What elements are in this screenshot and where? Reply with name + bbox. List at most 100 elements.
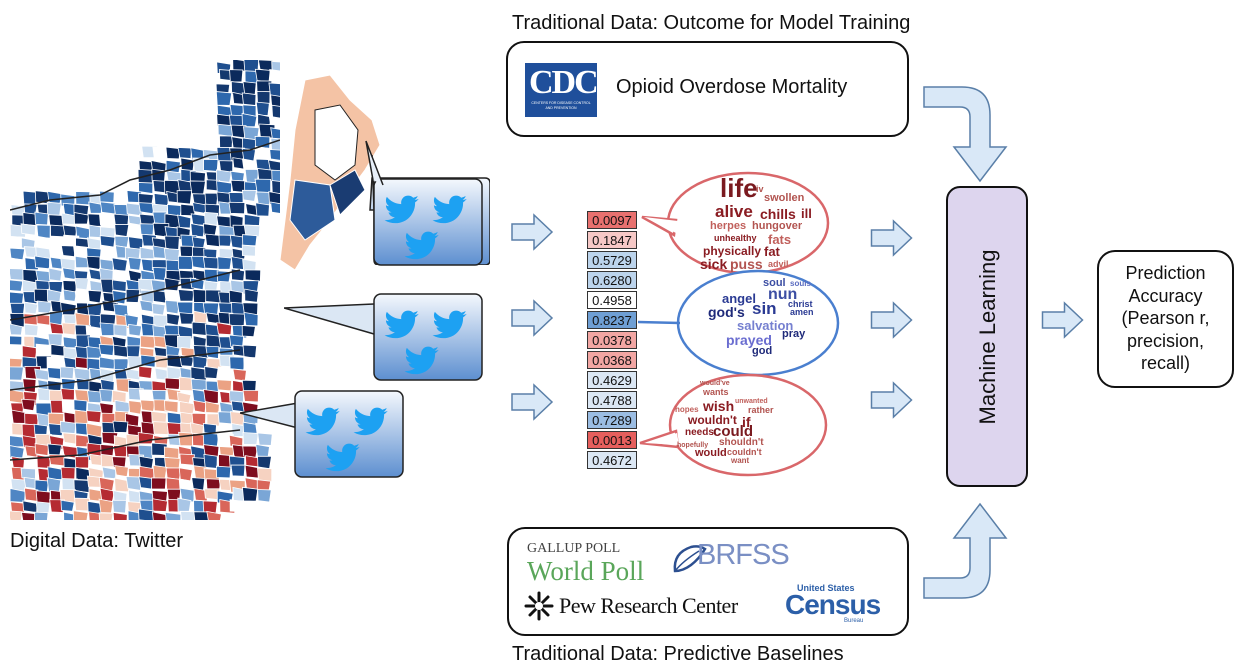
county-cell [114, 465, 129, 478]
county-cell [257, 467, 273, 483]
word-soul: soul [763, 277, 786, 289]
county-cell [138, 508, 155, 520]
county-cell [229, 356, 246, 371]
census-logo-text: Census [785, 589, 881, 620]
county-cell [257, 489, 272, 503]
county-cell [99, 388, 114, 403]
county-cell [180, 510, 196, 520]
county-cell [138, 365, 153, 379]
arrow-tweets-middle [511, 299, 554, 337]
wordcloud-bubbles [637, 171, 840, 477]
county-cell [99, 190, 115, 203]
county-cell [242, 344, 258, 359]
county-cell [10, 268, 24, 281]
county-cell [254, 145, 272, 159]
word-swollen: swollen [764, 192, 805, 204]
pew-logo-text: Pew Research Center [559, 593, 738, 618]
county-cell [243, 224, 261, 238]
machine-learning-box: Machine Learning [946, 186, 1028, 487]
county-cell [88, 201, 103, 214]
county-cell [62, 289, 77, 302]
twitter-bird-icon [384, 310, 419, 339]
county-cell [216, 322, 233, 336]
county-cell [241, 486, 259, 502]
county-cell [22, 500, 38, 513]
county-cell [74, 255, 90, 269]
twitter-bird-icon [325, 443, 360, 472]
county-cell [99, 322, 117, 336]
county-cell [46, 201, 62, 216]
county-cell [99, 201, 117, 215]
county-cell [87, 213, 102, 227]
county-cell [164, 377, 181, 390]
county-cell [99, 235, 116, 248]
county-cell [127, 257, 142, 271]
county-cell [179, 453, 195, 466]
feature-value-cell: 0.7289 [587, 411, 637, 429]
word-wouldnt: wouldn't [688, 413, 737, 427]
county-cell [164, 511, 182, 520]
word-shouldnt: shouldn't [719, 437, 764, 448]
feature-value-cell: 0.4629 [587, 371, 637, 389]
gallup-top: GALLUP POLL [527, 541, 621, 556]
word-fat: fat [764, 244, 780, 259]
county-cell [241, 325, 256, 338]
pew-sunburst-icon [524, 591, 554, 621]
word-would: would [695, 447, 727, 459]
map-northeast-detail [280, 74, 381, 271]
word-chills: chills [760, 206, 796, 222]
word-needs: needs [685, 427, 714, 438]
county-cell [202, 432, 220, 447]
county-cell [10, 445, 25, 459]
county-cell [112, 511, 128, 520]
county-cell [151, 511, 167, 520]
feature-value-cell: 0.0013 [587, 431, 637, 449]
county-cell [112, 499, 127, 514]
word-amen: amen [790, 307, 814, 317]
county-cell [74, 456, 90, 469]
county-cell [205, 345, 220, 359]
county-cell [191, 321, 208, 336]
county-cell [98, 343, 115, 357]
county-cell [203, 268, 220, 283]
word-puss: puss [730, 256, 763, 272]
word-nun: nun [768, 286, 798, 303]
county-cell [74, 497, 91, 512]
word-god: god [752, 345, 773, 357]
county-cell [20, 511, 36, 520]
county-cell [202, 500, 218, 514]
county-cell [99, 356, 116, 370]
prediction-accuracy-box: Prediction Accuracy (Pearson r, precisio… [1097, 250, 1234, 388]
county-cell [48, 281, 64, 294]
county-cell [164, 235, 180, 251]
machine-learning-label: Machine Learning [975, 249, 1000, 425]
word-sin: sin [752, 299, 777, 318]
twitter-bird-icon [353, 407, 388, 436]
county-cell [267, 159, 280, 172]
county-cell [271, 180, 280, 194]
county-cell [128, 400, 143, 415]
word-wouldve: would've [700, 380, 730, 387]
county-cell [256, 90, 271, 105]
county-cell [36, 224, 51, 239]
prediction-line: recall) [1140, 353, 1190, 373]
county-cell [204, 211, 219, 226]
cdc-logo-subtext: CENTERS FOR DISEASE CONTROL AND PREVENTI… [531, 101, 591, 110]
tweet-pointer-middle [284, 303, 375, 335]
county-cell [190, 222, 206, 238]
word-alive: alive [715, 202, 753, 221]
word-fats: fats [768, 232, 792, 247]
tweet-box-bottom [294, 390, 404, 478]
county-cell [34, 511, 49, 520]
brfss-logo-text: BRFSS [697, 539, 790, 571]
county-cell [47, 190, 63, 205]
county-cell [22, 378, 37, 393]
county-cell [152, 464, 168, 480]
county-cell [244, 269, 262, 282]
county-cell [191, 255, 207, 270]
county-cell [216, 180, 233, 194]
feature-value-cell: 0.1847 [587, 231, 637, 249]
arrow-tweets-bottom [511, 383, 554, 421]
county-cell [59, 366, 75, 380]
arrow-to-ml-top [870, 219, 913, 257]
